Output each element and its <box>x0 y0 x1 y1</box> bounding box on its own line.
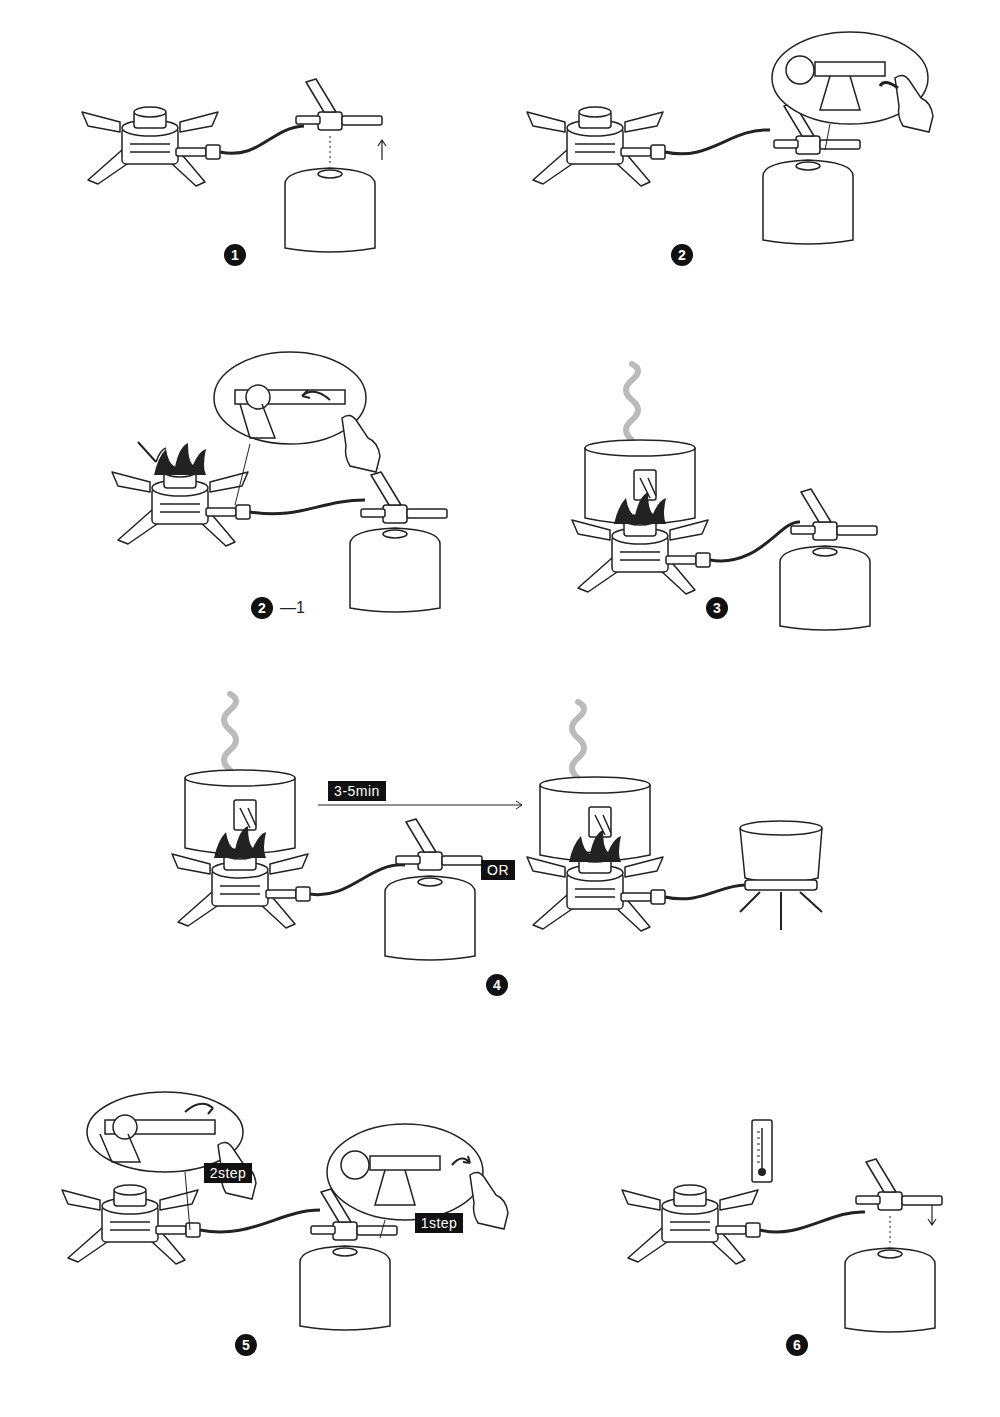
step-tag: OR <box>481 860 515 880</box>
node-text: OR <box>487 863 509 877</box>
step-tag: 1step <box>415 1213 464 1233</box>
step-number: 6 <box>786 1334 808 1356</box>
step-number: 2 <box>251 597 273 619</box>
node-text: 6 <box>793 1338 801 1352</box>
step-tag: 3-5min <box>328 781 386 801</box>
node-text: 1 <box>231 248 239 262</box>
node-text: 2 <box>258 601 266 615</box>
node-text: 2 <box>678 248 686 262</box>
node-text: 1step <box>421 1216 458 1230</box>
node-text: 5 <box>242 1338 250 1352</box>
node-text: 4 <box>493 978 501 992</box>
node-text: 3-5min <box>334 784 380 798</box>
step-number: 1 <box>224 244 246 266</box>
step-number: 4 <box>486 974 508 996</box>
step-tag: 2step <box>204 1163 253 1183</box>
step-number: 5 <box>235 1334 257 1356</box>
step-number: 2 <box>671 244 693 266</box>
node-text: 3 <box>713 601 721 615</box>
step-suffix: —1 <box>280 600 305 616</box>
step-number: 3 <box>706 597 728 619</box>
node-text: 2step <box>210 1166 247 1180</box>
